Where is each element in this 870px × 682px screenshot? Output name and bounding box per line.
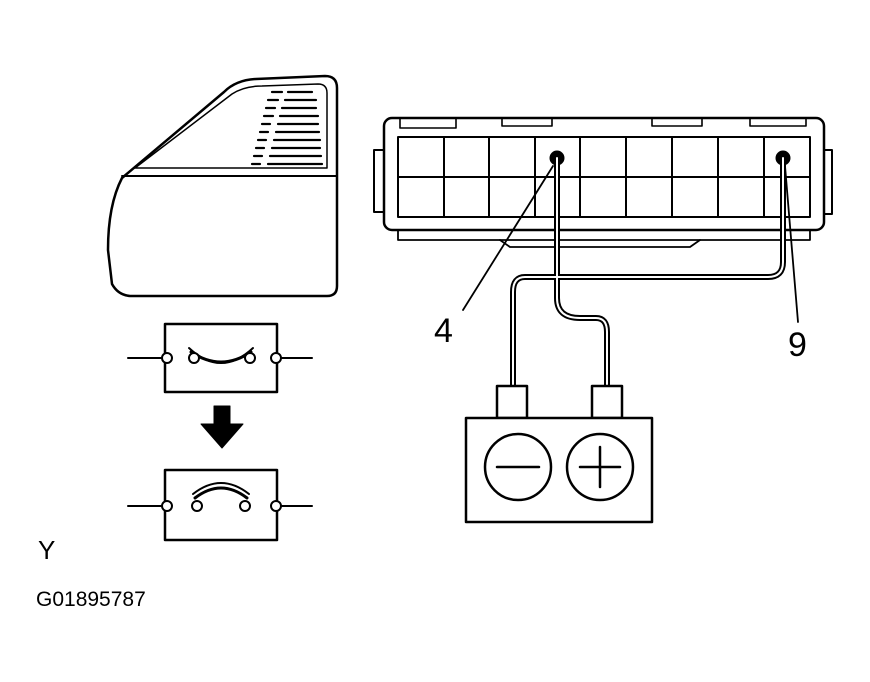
pin-4-leader (462, 165, 554, 311)
car-door-icon (106, 74, 339, 298)
pin-4-label: 4 (434, 312, 453, 350)
pin-9-leader (784, 165, 799, 323)
view-label: Y (38, 535, 56, 565)
minus-icon (483, 432, 553, 502)
open-switch-icon (127, 322, 313, 394)
pin-9-label: 9 (788, 326, 807, 364)
wire-icon (510, 155, 786, 389)
battery-icon (464, 384, 654, 524)
plus-icon (565, 432, 635, 502)
connector-icon (373, 116, 833, 248)
figure-id: G01895787 (36, 588, 146, 611)
closed-switch-icon (127, 468, 313, 542)
arrow-down-icon (200, 405, 244, 449)
window-hatch-icon (250, 90, 324, 166)
